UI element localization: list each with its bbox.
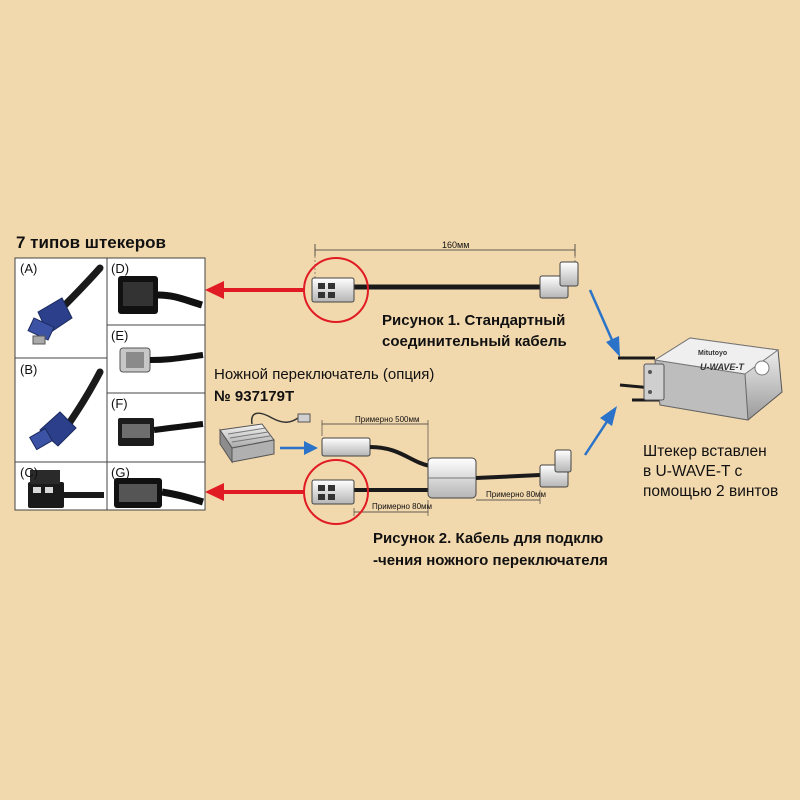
figure1-caption-line2: соединительный кабель [382,333,567,350]
connector-label-d: (D) [111,261,130,276]
connector-c-image [28,470,104,508]
figure2-cable [303,420,572,525]
uwave-brand: Mitutoyo [698,350,727,357]
figure2-dim-80-left: Примерно 80мм [372,502,433,511]
foot-switch-title: Ножной переключатель (опция) [214,366,435,383]
figure1-blue-arrow [588,289,620,357]
figure2-dim-500: Примерно 500мм [355,415,420,424]
figure2-red-arrow [205,483,304,501]
foot-switch-image [219,412,311,464]
connector-label-f: (F) [111,396,128,411]
uwave-note-line2: в U-WAVE-T с [643,463,743,480]
connector-label-e: (E) [111,328,129,343]
connector-g-image [114,478,205,508]
uwave-note-line3: помощью 2 винтов [643,483,779,500]
connector-label-g: (G) [111,465,130,480]
connector-grid [14,257,206,511]
connector-d-image [118,276,203,314]
uwave-device-image [618,337,783,421]
connector-a-image [27,264,104,345]
figure1-red-arrow [205,281,304,299]
uwave-note-line1: Штекер вставлен [643,443,767,460]
connector-label-b: (B) [20,362,38,377]
figure1-cable [303,244,579,323]
figure2-blue-arrow [583,406,617,456]
figure1-dimension: 160мм [442,240,470,250]
figure2-caption-line2: -чения ножного переключателя [373,552,608,569]
figure2-caption-line1: Рисунок 2. Кабель для подклю [373,530,604,547]
uwave-device-label: U-WAVE-T [700,362,745,372]
connector-b-image [29,368,104,451]
foot-switch-part-number: № 937179T [214,388,295,405]
foot-switch-blue-arrow [280,441,318,455]
connector-types-title: 7 типов штекеров [16,233,166,252]
connector-f-image [118,418,204,446]
connector-e-image [119,347,204,373]
figure2-dim-80-right: Примерно 80мм [486,490,547,499]
connector-label-a: (A) [20,261,38,276]
figure1-caption-line1: Рисунок 1. Стандартный [382,312,566,329]
connector-label-c: (C) [20,465,39,480]
